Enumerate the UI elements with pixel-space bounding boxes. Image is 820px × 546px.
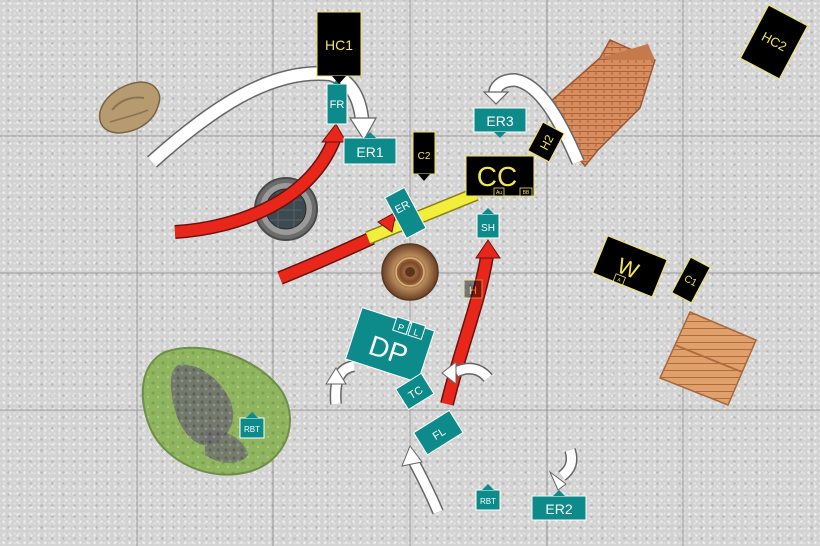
enemy-hc2[interactable]: HC2 — [739, 4, 809, 80]
enemy-w-tag: A — [616, 277, 622, 284]
enemy-w[interactable]: A W — [592, 235, 668, 298]
enemy-c2[interactable]: C2 — [412, 131, 436, 181]
unit-l-small-label: L — [412, 327, 420, 338]
unit-p-small-label: P — [397, 322, 406, 333]
unit-er3-label: ER3 — [486, 113, 513, 129]
unit-er-middle[interactable]: ER — [384, 186, 427, 240]
enemy-c1[interactable]: C1 — [671, 256, 711, 304]
enemy-c2-label: C2 — [418, 151, 431, 162]
enemy-cc-tag-2: BB — [523, 190, 530, 196]
enemy-c1-label: C1 — [682, 273, 699, 289]
terrain-house — [658, 311, 757, 406]
unit-er3[interactable]: ER3 — [473, 107, 527, 138]
enemy-h2[interactable]: H2 — [527, 121, 565, 163]
terrain-boulder — [98, 81, 161, 134]
unit-sh[interactable]: SH — [476, 208, 500, 239]
unit-rbt-hill[interactable]: RBT — [239, 412, 265, 439]
unit-rbt-bottom[interactable]: RBT — [475, 484, 501, 511]
unit-sh-label: SH — [481, 223, 495, 234]
unit-fr[interactable]: FR — [326, 79, 348, 125]
unit-dp[interactable]: P L DP — [344, 306, 436, 384]
unit-fl[interactable]: FL — [412, 409, 464, 456]
terrain-round-platform — [381, 243, 439, 301]
move-arrows — [146, 65, 585, 515]
unit-fr-label: FR — [330, 99, 345, 111]
unit-er1-label: ER1 — [356, 144, 383, 160]
terrain-hill — [141, 346, 291, 476]
unit-fl-label: FL — [431, 426, 448, 443]
enemy-h2-label: H2 — [537, 132, 557, 152]
unit-tc[interactable]: TC — [395, 372, 435, 411]
enemy-h-ghost-label: H — [469, 285, 477, 297]
unit-er1[interactable]: ER1 — [343, 132, 397, 165]
unit-rbt-hill-label: RBT — [244, 425, 260, 434]
enemy-cc[interactable]: Au BB CC — [465, 155, 535, 197]
enemy-hc1-label: HC1 — [325, 37, 353, 53]
unit-er2-label: ER2 — [545, 501, 572, 517]
enemy-cc-label: CC — [477, 161, 517, 192]
unit-rbt-bottom-label: RBT — [480, 497, 496, 506]
enemy-hc1[interactable]: HC1 — [316, 11, 362, 84]
unit-er2[interactable]: ER2 — [531, 490, 587, 521]
enemy-h-ghost[interactable]: H — [463, 279, 483, 299]
enemy-cc-tag-1: Au — [496, 190, 502, 196]
